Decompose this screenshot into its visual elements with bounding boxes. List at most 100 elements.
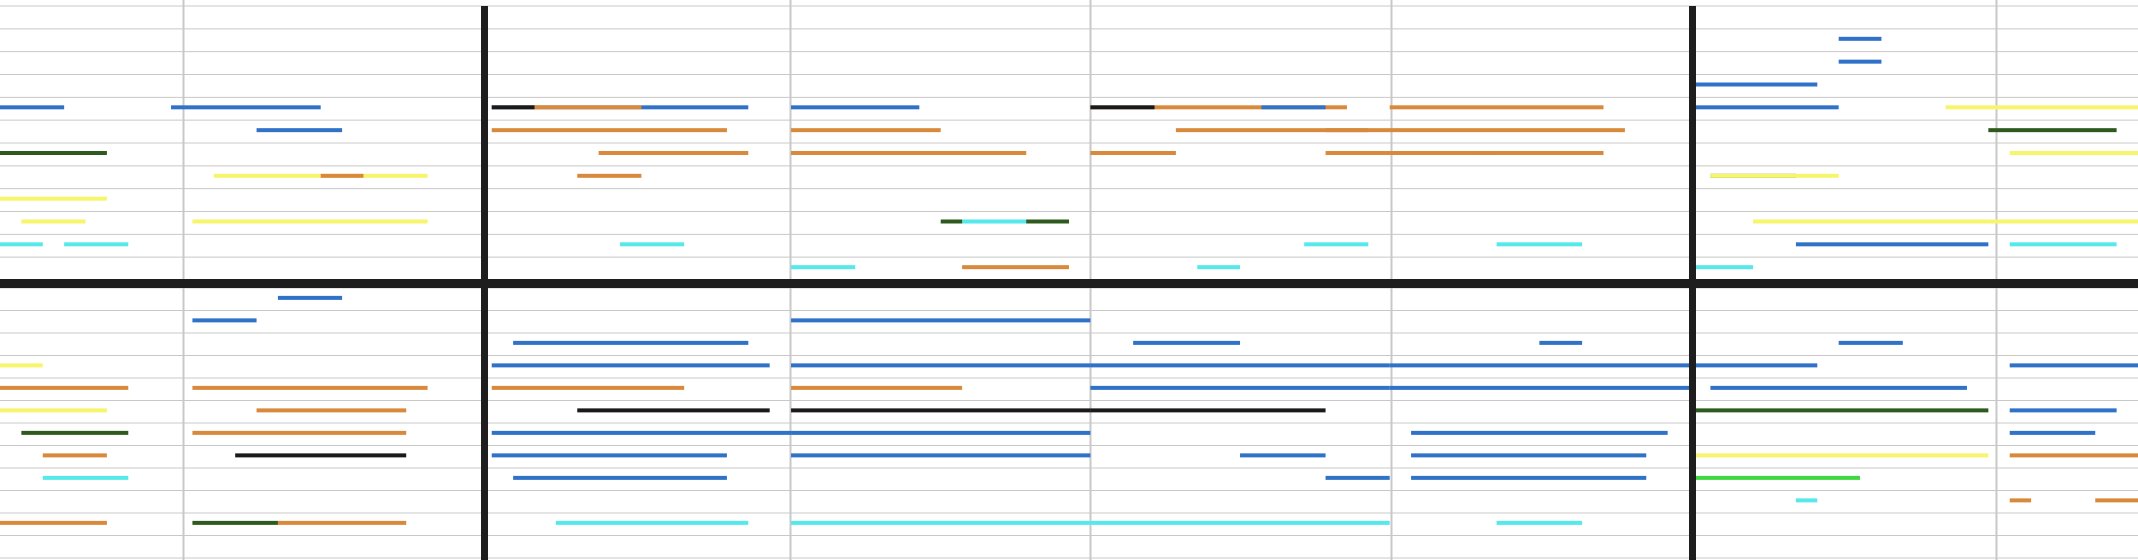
note: [1945, 105, 2138, 110]
note: [1261, 105, 1326, 110]
note: [0, 385, 129, 390]
bar-line: [481, 6, 488, 560]
note: [1689, 265, 1754, 270]
note: [791, 318, 1091, 323]
note: [21, 219, 86, 224]
note: [1689, 105, 1839, 110]
note: [256, 128, 343, 133]
note: [1197, 265, 1241, 270]
note: [1240, 453, 1326, 458]
track-divider: [0, 279, 2138, 288]
note: [192, 385, 428, 390]
note: [256, 408, 407, 413]
note: [791, 363, 1091, 368]
note: [791, 150, 1027, 155]
note: [1325, 150, 1497, 155]
note: [1710, 173, 1839, 178]
note: [1689, 82, 1818, 87]
note: [1411, 430, 1668, 435]
note: [791, 408, 1091, 413]
note: [962, 219, 1027, 224]
note: [21, 430, 129, 435]
note: [1411, 453, 1647, 458]
note: [2009, 498, 2032, 503]
note: [1988, 219, 2138, 224]
note: [1795, 242, 1989, 247]
note: [1090, 385, 1390, 390]
note: [577, 408, 770, 413]
note: [513, 475, 727, 480]
note: [962, 265, 1069, 270]
note: [0, 105, 65, 110]
note: [0, 363, 43, 368]
note: [1496, 520, 1583, 525]
note: [555, 520, 749, 525]
note: [42, 475, 129, 480]
note: [1090, 520, 1390, 525]
note: [2009, 242, 2117, 247]
note: [791, 520, 1091, 525]
note: [1389, 105, 1604, 110]
note: [0, 150, 107, 155]
note: [1838, 340, 1903, 345]
note: [1753, 219, 1989, 224]
note: [491, 105, 535, 110]
note: [1411, 475, 1647, 480]
note: [320, 173, 364, 178]
note: [1304, 242, 1369, 247]
note: [1988, 128, 2117, 133]
note: [491, 430, 792, 435]
note: [513, 105, 642, 110]
note: [0, 408, 107, 413]
note: [192, 520, 278, 525]
note: [1838, 36, 1882, 41]
note: [620, 242, 685, 247]
note: [1090, 408, 1326, 413]
note: [1689, 475, 1861, 480]
note: [192, 318, 257, 323]
notes-layer: [0, 36, 2138, 525]
note: [2009, 363, 2138, 368]
note: [791, 385, 963, 390]
note: [1325, 128, 1625, 133]
note: [577, 173, 642, 178]
note: [791, 265, 856, 270]
note: [598, 150, 749, 155]
note: [1090, 150, 1176, 155]
note: [1133, 340, 1241, 345]
note: [235, 453, 407, 458]
note: [2009, 430, 2096, 435]
note: [277, 295, 343, 300]
note: [1689, 363, 1818, 368]
note: [1496, 242, 1583, 247]
note: [1475, 150, 1604, 155]
note: [2095, 498, 2138, 503]
note: [791, 105, 920, 110]
note: [192, 219, 428, 224]
note: [0, 242, 43, 247]
note: [2009, 453, 2138, 458]
note: [171, 105, 321, 110]
note: [491, 385, 685, 390]
note: [0, 196, 107, 201]
note: [513, 340, 749, 345]
note: [0, 520, 107, 525]
bar-line: [1689, 6, 1696, 560]
note: [1539, 340, 1583, 345]
note: [2009, 408, 2117, 413]
note: [1389, 363, 1690, 368]
note: [1090, 363, 1390, 368]
note: [491, 363, 770, 368]
note: [1090, 105, 1347, 110]
note: [791, 128, 941, 133]
note: [791, 453, 1091, 458]
note: [1710, 385, 1967, 390]
note: [1795, 498, 1818, 503]
note: [1689, 453, 1989, 458]
note: [192, 430, 407, 435]
note: [1325, 475, 1390, 480]
note: [1389, 385, 1690, 390]
note: [1090, 105, 1155, 110]
note: [491, 128, 727, 133]
